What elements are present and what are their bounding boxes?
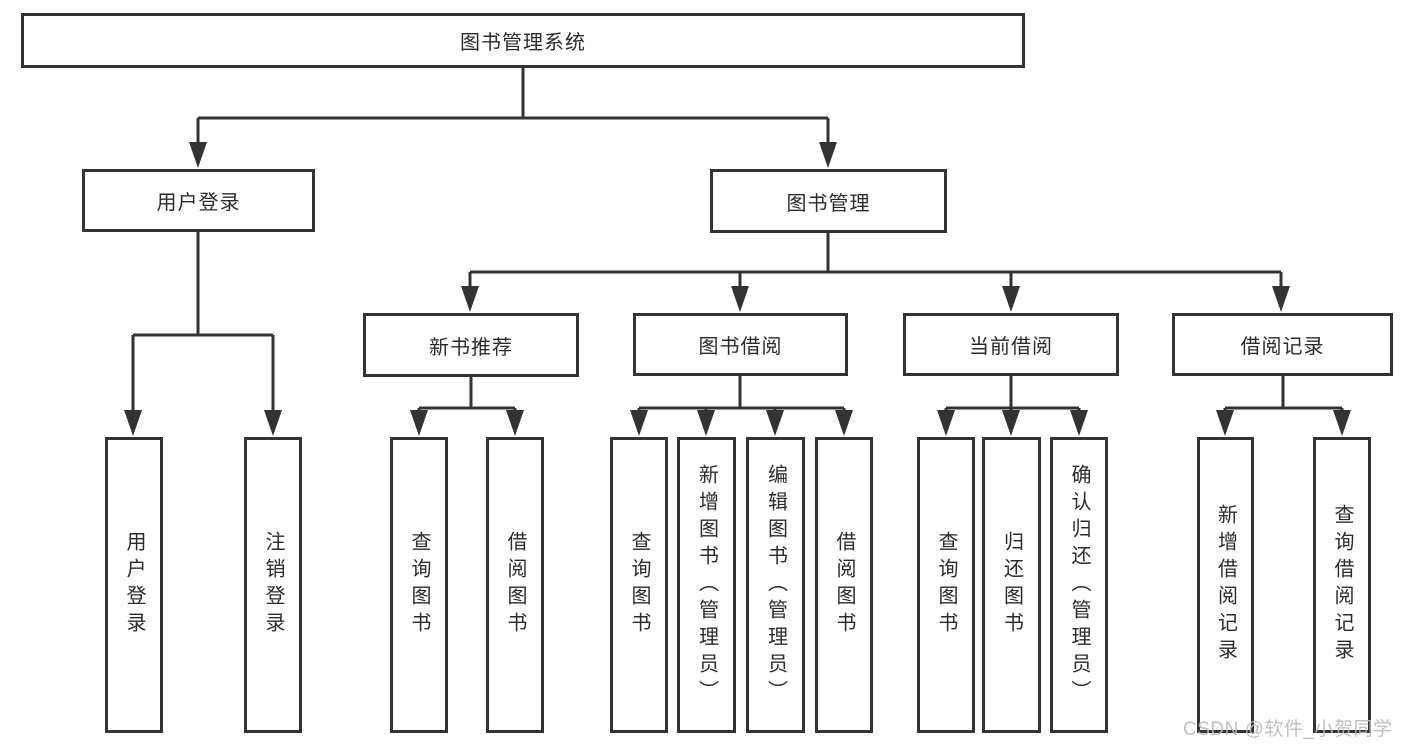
leaf-query-books-borrowing: 查询图书 bbox=[610, 437, 668, 733]
node-new-book-recommendation: 新书推荐 bbox=[363, 313, 579, 377]
arrow-down-icon bbox=[124, 410, 142, 436]
arrow-down-icon bbox=[1216, 410, 1234, 436]
csdn-watermark: CSDN @软件_小贺同学 bbox=[1183, 719, 1393, 740]
node-library-management-system: 图书管理系统 bbox=[21, 13, 1025, 68]
arrow-down-icon bbox=[461, 286, 479, 312]
leaf-add-books-admin: 新增图书（管理员） bbox=[677, 437, 736, 733]
arrow-down-icon bbox=[1272, 286, 1290, 312]
arrow-down-icon bbox=[630, 410, 648, 436]
leaf-query-books-current: 查询图书 bbox=[917, 437, 975, 733]
arrow-down-icon bbox=[1070, 410, 1088, 436]
node-book-management: 图书管理 bbox=[710, 169, 947, 233]
leaf-return-books: 归还图书 bbox=[982, 437, 1041, 733]
leaf-query-borrowing-record: 查询借阅记录 bbox=[1313, 437, 1371, 733]
node-book-borrowing: 图书借阅 bbox=[633, 313, 848, 376]
arrow-down-icon bbox=[731, 286, 749, 312]
arrow-down-icon bbox=[1002, 410, 1020, 436]
node-borrowing-records: 借阅记录 bbox=[1172, 313, 1393, 376]
arrow-down-icon bbox=[1002, 286, 1020, 312]
arrow-down-icon bbox=[835, 410, 853, 436]
leaf-add-borrowing-record: 新增借阅记录 bbox=[1197, 437, 1254, 733]
leaf-user-login: 用户登录 bbox=[105, 437, 163, 733]
node-user-login: 用户登录 bbox=[82, 169, 315, 232]
arrow-down-icon bbox=[766, 410, 784, 436]
leaf-borrow-books: 借阅图书 bbox=[815, 437, 873, 733]
arrow-down-icon bbox=[189, 142, 207, 168]
arrow-down-icon bbox=[819, 142, 837, 168]
arrow-down-icon bbox=[410, 410, 428, 436]
leaf-query-books-recommend: 查询图书 bbox=[390, 437, 448, 733]
arrow-down-icon bbox=[1333, 410, 1351, 436]
leaf-confirm-return-admin: 确认归还（管理员） bbox=[1050, 437, 1108, 733]
node-current-borrowing: 当前借阅 bbox=[903, 313, 1119, 376]
leaf-logout: 注销登录 bbox=[244, 437, 302, 733]
leaf-edit-books-admin: 编辑图书（管理员） bbox=[746, 437, 805, 733]
arrow-down-icon bbox=[264, 410, 282, 436]
arrow-down-icon bbox=[937, 410, 955, 436]
leaf-borrow-books-recommend: 借阅图书 bbox=[486, 437, 544, 733]
arrow-down-icon bbox=[697, 410, 715, 436]
arrow-down-icon bbox=[506, 410, 524, 436]
